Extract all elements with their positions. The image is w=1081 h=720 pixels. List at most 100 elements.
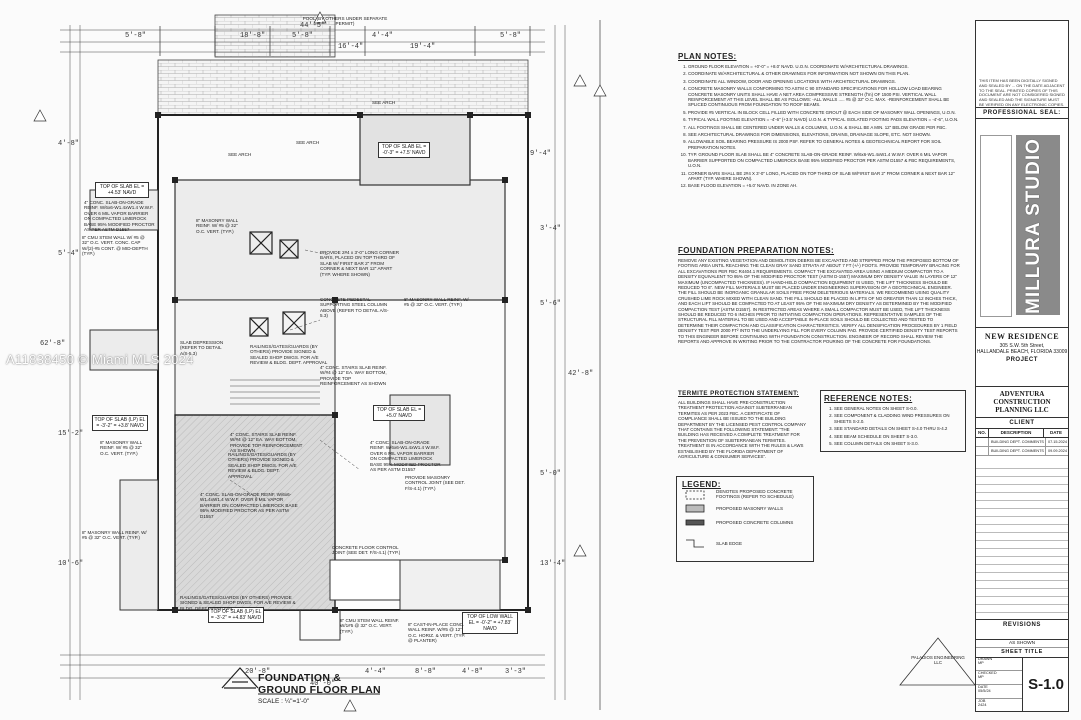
- plan-note-item: CONCRETE MASONRY WALLS CONFORMING TO AST…: [688, 86, 960, 108]
- dim-right-2: 3'-4": [540, 225, 562, 233]
- rev-date: 07.15.2024: [1048, 440, 1068, 444]
- cast-wall-note: 8" CAST-IN-PLACE CONC. WALL REINF. W/#5 …: [408, 622, 466, 644]
- dim-left-1: 4'-8": [58, 140, 80, 148]
- plan-note-item: TYPICAL WALL FOOTING ELEVATION = -4'-6" …: [688, 117, 960, 122]
- dim-top-2: 18'-8": [240, 32, 266, 40]
- stair-note-2: 4" CONC. STAIRS SLAB REINF. W/#4 @ 12" E…: [230, 432, 303, 454]
- dim-right-4: 42'-8": [568, 370, 594, 378]
- client-name: ADVENTURA CONSTRUCTION PLANNING LLC: [993, 390, 1051, 414]
- callout-top-of-slab-1: TOP OF SLAB EL = +4.53' NAVD: [95, 182, 149, 198]
- project-address-1: 305 S.W. 5th Street,: [999, 343, 1045, 349]
- callout-top-of-slab-3: TOP OF SLAB (LP) EL = -3'-2" = +3.8' NAV…: [92, 415, 148, 431]
- plan-title-line2: GROUND FLOOR PLAN: [258, 684, 381, 696]
- reference-list: SEE GENERAL NOTES ON SHEET S-0.0. SEE CO…: [824, 406, 962, 446]
- rev-date: 09.09.2024: [1048, 449, 1068, 453]
- callout-top-of-slab-2: TOP OF SLAB EL = -0'-3" = +7.5' NAVD: [378, 142, 430, 158]
- see-arch-1: SEE ARCH: [372, 100, 396, 105]
- reference-item: SEE COLUMN DETAILS ON SHEET S-3.0.: [834, 441, 962, 446]
- pedestal-note: CONCRETE PEDESTAL SUPPORTING STEEL COLUM…: [320, 297, 389, 319]
- studio-logo-area: MILLURA STUDIO: [976, 118, 1068, 327]
- field-checked: CHECKED MP: [976, 671, 1022, 685]
- plan-note-item: SEE ARCHITECTURAL DRAWINGS FOR DIMENSION…: [688, 132, 960, 137]
- railing-note-2: RAILINGS/GATES/GUARDS (BY OTHERS) PROVID…: [228, 452, 297, 479]
- slab-note: 4" CONC. SLAB-ON-GRADE REINF. W/6x6-W1.4…: [200, 492, 298, 519]
- rev-header-date: DATE: [1050, 430, 1062, 435]
- plan-note-item: CORNER BARS SHALL BE 2#4 X 3'-0" LONG, P…: [688, 171, 960, 182]
- reference-item: SEE GENERAL NOTES ON SHEET S-0.0.: [834, 406, 962, 411]
- sheet-number: S-1.0: [1022, 657, 1069, 712]
- dim-bottom-4: 8'-8": [415, 668, 437, 676]
- stem-note: 8" CMU STEM WALL REINF. W/1#5 @ 32" O.C.…: [340, 618, 400, 634]
- dim-top-6: 19'-4": [410, 43, 436, 51]
- project-label: PROJECT: [1006, 357, 1038, 363]
- plan-note-item: BASE FLOOD ELEVATION = +5.0' NAVD. IN ZO…: [688, 183, 960, 188]
- signature-note: THIS ITEM HAS BEEN DIGITALLY SIGNED AND …: [979, 78, 1065, 107]
- stem-wall-note: 8" CMU STEM WALL W/ #5 @ 32" O.C. VERT. …: [82, 235, 148, 257]
- reference-item: SEE STANDARD DETAILS ON SHEET S-4.0 THRU…: [834, 426, 962, 431]
- engineer-stamp-label: PALADIOS ENGINEERING LLC: [911, 655, 965, 665]
- plan-notes-title: PLAN NOTES:: [678, 52, 737, 61]
- reference-item: SEE COMPONENT & CLADDING WIND PRESSURES …: [834, 413, 962, 424]
- slab-note-2: 4" CONC. SLAB-ON-GRADE REINF. W/6x6-W1.4…: [370, 440, 441, 473]
- revisions-label: REVISIONS: [976, 619, 1068, 630]
- reference-panel: REFERENCE NOTES: SEE GENERAL NOTES ON SH…: [820, 390, 966, 453]
- legend-item-slab-edge: SLAB EDGE: [716, 541, 743, 546]
- rev-desc: BUILDING DEPT. COMMENTS: [989, 438, 1046, 446]
- dim-right-1: 9'-4": [530, 150, 552, 158]
- field-drawn: DRAWN MP: [976, 657, 1022, 671]
- dim-left-3: 62'-8": [40, 340, 66, 348]
- stair-note: 4" CONC. STAIRS SLAB REINF. W/#4 @ 12" E…: [320, 365, 387, 387]
- client-cell: ADVENTURA CONSTRUCTION PLANNING LLC: [976, 386, 1068, 417]
- plan-note-item: COORDINATE ALL WINDOW, DOOR AND OPENING …: [688, 79, 960, 84]
- callout-top-of-low-wall: TOP OF LOW WALL EL = -0'-2" = +7.83' NAV…: [462, 612, 518, 634]
- dim-top-4: 16'-4": [338, 43, 364, 51]
- plan-note-item: ALL FOOTINGS SHALL BE CENTERED UNDER WAL…: [688, 125, 960, 130]
- field-label: DATE: [978, 685, 988, 689]
- see-arch-3: SEE ARCH: [228, 152, 252, 157]
- field-label: CHECKED: [978, 671, 997, 675]
- dim-bottom-5: 4'-8": [462, 668, 484, 676]
- dim-top-7: 5'-8": [500, 32, 522, 40]
- dim-top-total: 44'-5": [300, 22, 326, 30]
- field-value: MP: [978, 661, 984, 665]
- project-cell: NEW RESIDENCE 305 S.W. 5th Street, HALLA…: [976, 327, 1068, 386]
- professional-seal-label: PROFESSIONAL SEAL:: [976, 107, 1068, 118]
- plan-note-item: TYP. GROUND FLOOR SLAB SHALL BE 4" CONCR…: [688, 152, 960, 168]
- plan-notes-panel: PLAN NOTES: GROUND FLOOR ELEVATION = +0'…: [678, 52, 960, 191]
- reference-title: REFERENCE NOTES:: [824, 394, 913, 403]
- depression-note: SLAB DEPRESSION (REFER TO DETAIL A/S-5.3…: [180, 340, 224, 356]
- dim-bottom-3: 4'-4": [365, 668, 387, 676]
- rev-desc: BUILDING DEPT. COMMENTS: [989, 447, 1046, 455]
- dim-bottom-2: 40'-0": [310, 680, 336, 688]
- rev-header-no: NO.: [976, 429, 989, 437]
- plan-note-item: ALLOWABLE SOIL BEARING PRESSURE IS 2000 …: [688, 139, 960, 150]
- field-job: JOB 2424: [976, 699, 1022, 712]
- field-value: 05/5/24: [978, 689, 991, 693]
- pool-label: POOL (BY OTHERS UNDER SEPARATE PERMIT): [302, 16, 388, 27]
- dim-top-3: 5'-8": [292, 32, 314, 40]
- reference-item: SEE BEAM SCHEDULE ON SHEET S-3.0.: [834, 434, 962, 439]
- foundation-notes-title: FOUNDATION PREPARATION NOTES:: [678, 246, 835, 255]
- legend-title: LEGEND:: [682, 480, 721, 489]
- dim-right-3: 5'-6": [540, 300, 562, 308]
- revision-empty-rows: [976, 461, 1068, 613]
- floor-control-joint-note: CONCRETE FLOOR CONTROL JOINT (SEE DET. F…: [332, 545, 401, 556]
- plan-note-item: PROVIDE #5 VERTICAL IN BLOCK CELL FILLED…: [688, 110, 960, 115]
- masonry-wall-note-2: 8" MASONRY WALL REINF. W/ #5 @ 32" O.C. …: [404, 297, 469, 308]
- legend-panel: LEGEND:: [676, 476, 814, 562]
- plan-note-item: COORDINATE W/ARCHITECTURAL & OTHER DRAWI…: [688, 71, 960, 76]
- rev-no: [976, 447, 989, 455]
- legend-item-masonry: PROPOSED MASONRY WALLS: [716, 506, 784, 511]
- dim-right-5: 5'-0": [540, 470, 562, 478]
- rev-header-desc: DESCRIPTION: [989, 429, 1044, 437]
- pool-slab-note: 4" CONC. SLAB-ON-GRADE REINF. W/6x6-W1.4…: [84, 200, 155, 233]
- dim-left-5: 10'-6": [58, 560, 84, 568]
- legend-item-footings: DENOTES PROPOSED CONCRETE FOOTINGS (REFE…: [716, 489, 794, 500]
- termite-title: TERMITE PROTECTION STATEMENT:: [678, 390, 800, 397]
- railing-note-1: RAILINGS/GATES/GUARDS (BY OTHERS) PROVID…: [250, 344, 328, 366]
- callout-top-of-slab-4: TOP OF SLAB (LP) EL = -3'-2" = +4.83' NA…: [208, 607, 264, 623]
- masonry-wall-note-4: 8" MASONRY WALL REINF. W/ #5 @ 32" O.C. …: [100, 440, 142, 456]
- plan-notes-list: GROUND FLOOR ELEVATION = +0'-0" = +8.0' …: [678, 64, 960, 189]
- dim-top-5: 4'-4": [372, 32, 394, 40]
